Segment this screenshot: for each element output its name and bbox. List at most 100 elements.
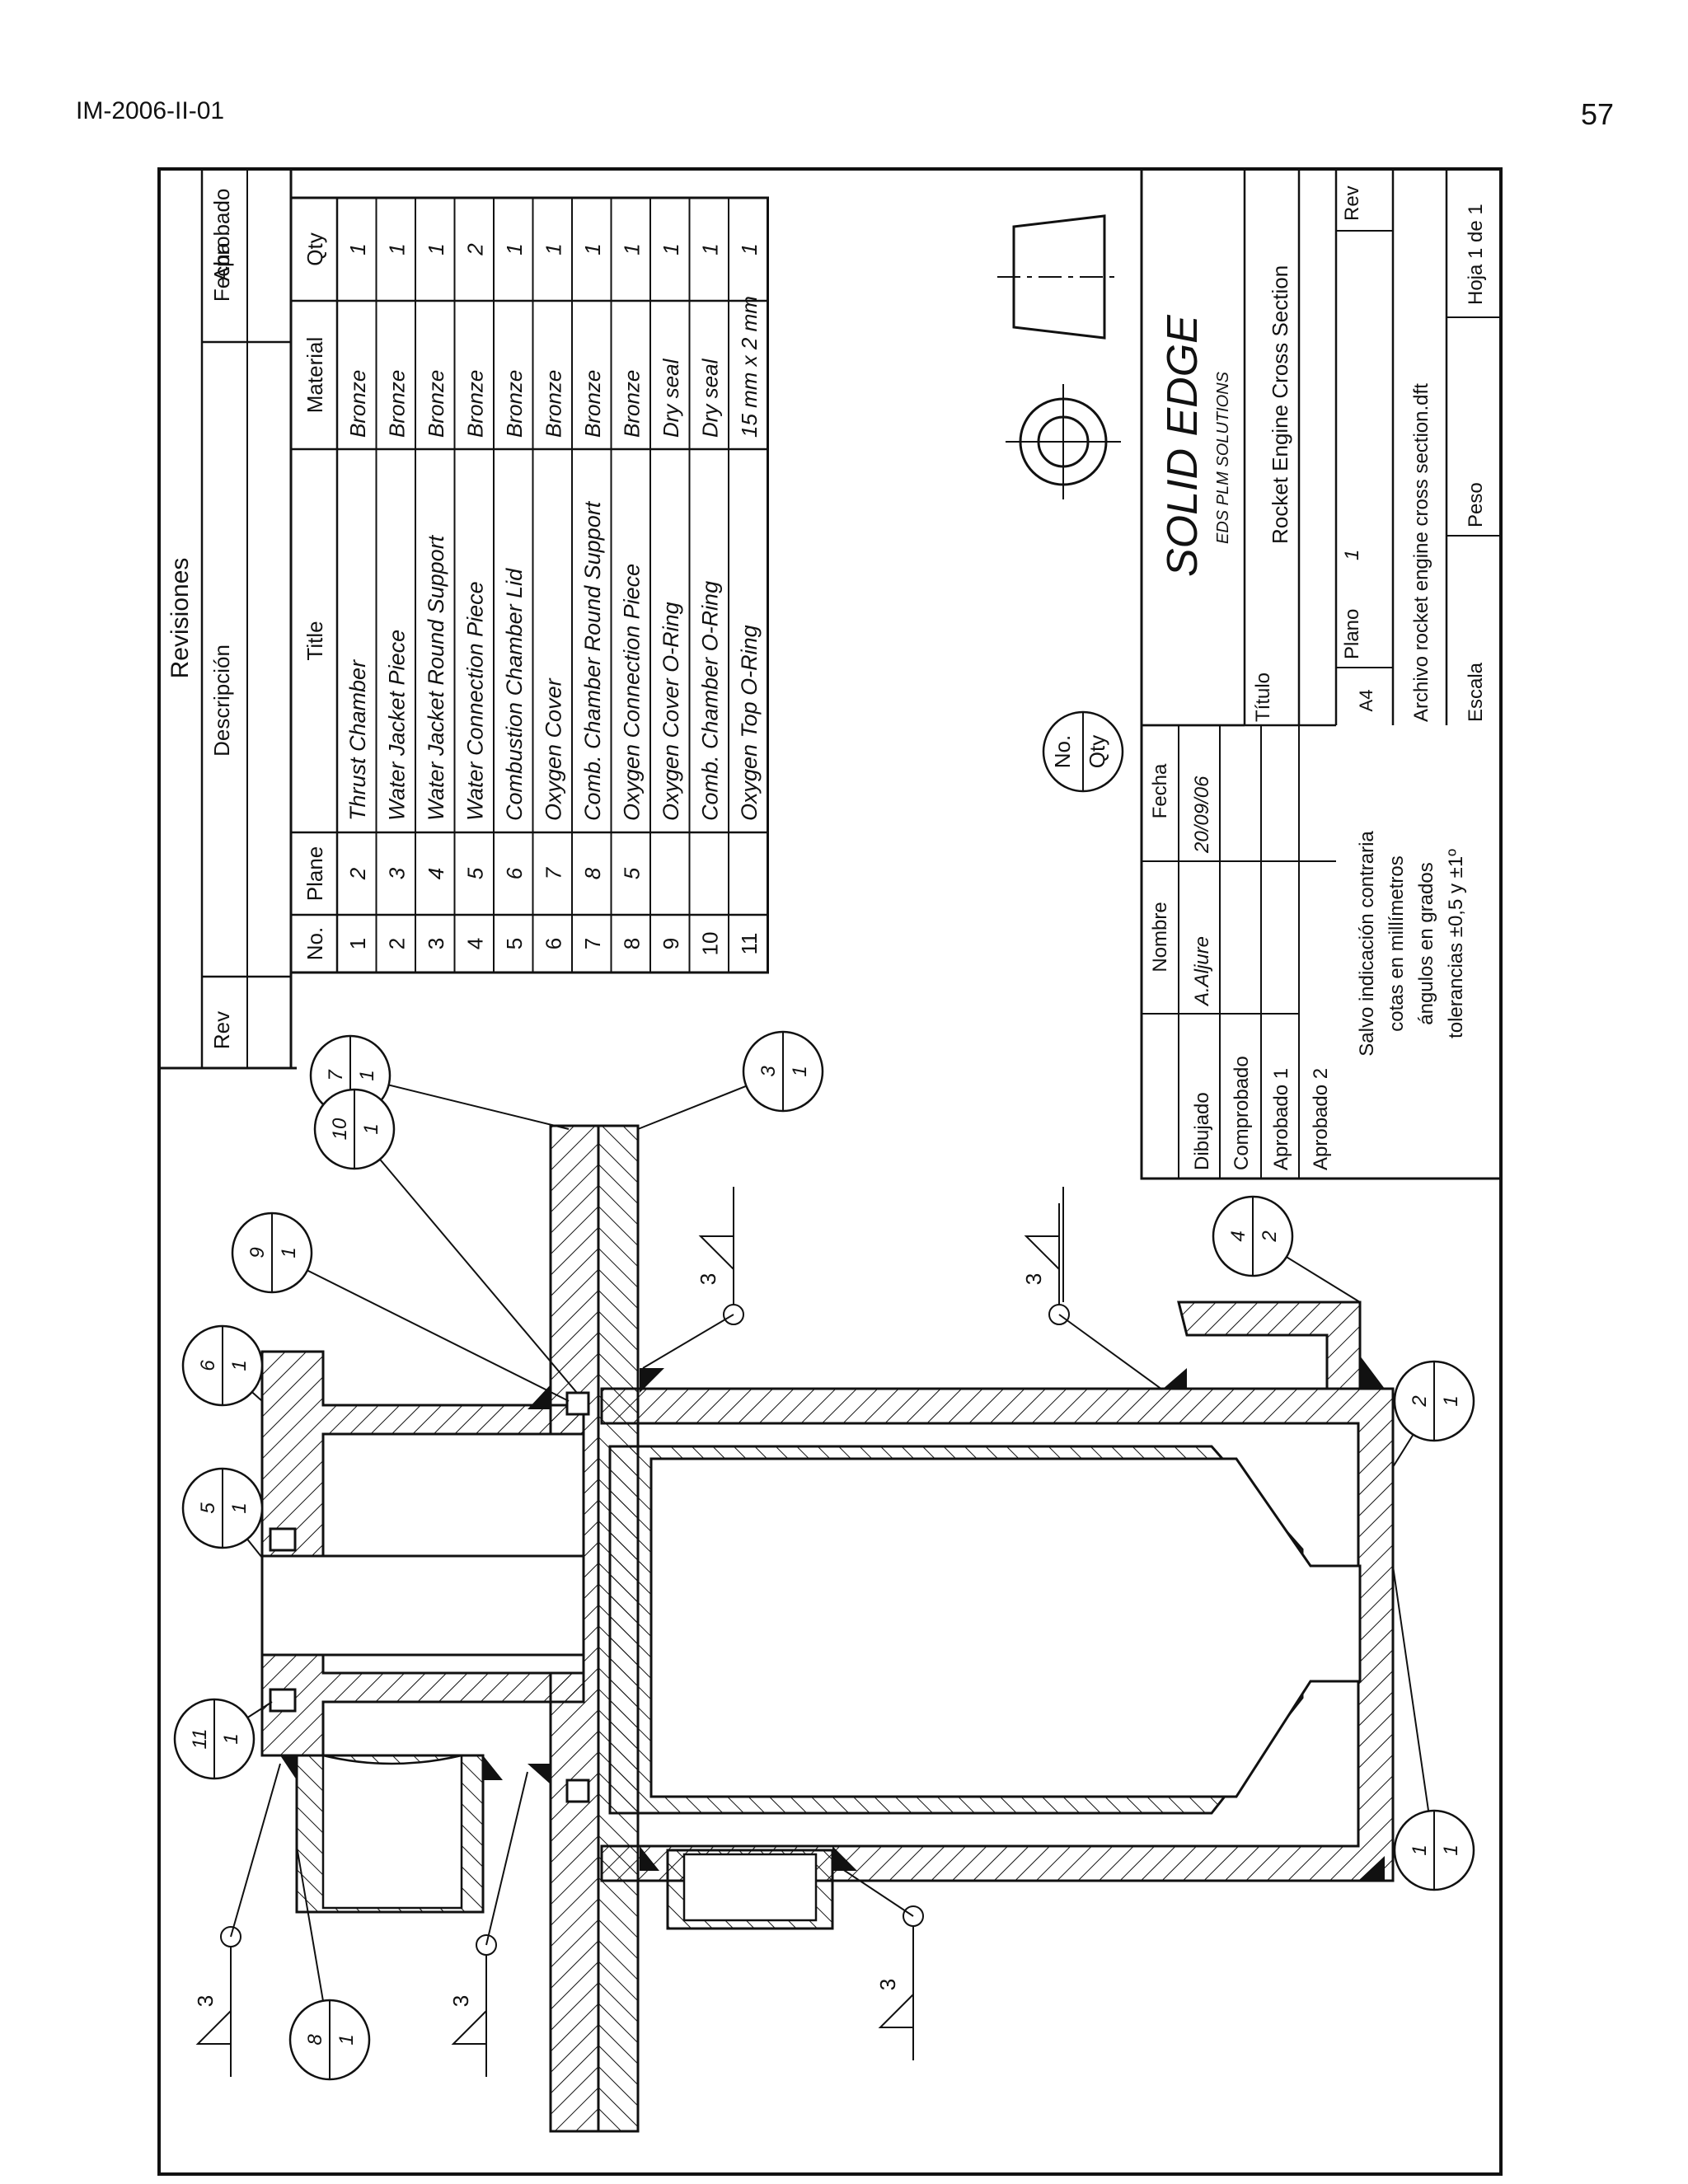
- balloon-legend-no: No.: [1050, 735, 1075, 768]
- balloon-qty-9: 1: [278, 1247, 300, 1258]
- hoja-label: Hoja 1 de 1: [1465, 204, 1487, 305]
- weld-size-5: 3: [875, 1979, 900, 1990]
- parts-cell-10-0: 10: [698, 932, 723, 956]
- parts-cell-8-1: 5: [620, 867, 645, 879]
- parts-cell-5-2: Combustion Chamber Lid: [502, 568, 527, 821]
- parts-cell-6-1: 7: [542, 866, 566, 879]
- balloon-qty-3: 1: [789, 1066, 811, 1076]
- parts-cell-9-4: 1: [659, 243, 683, 255]
- tolerance-note-1: Salvo indicación contraria: [1356, 831, 1378, 1057]
- weld-size-1: 3: [696, 1273, 720, 1285]
- balloon-no-7: 7: [325, 1069, 347, 1081]
- balloon-qty-5: 1: [228, 1502, 251, 1513]
- balloon-qty-1: 1: [1440, 1844, 1462, 1855]
- signature-name-1: A.Aljure: [1191, 936, 1213, 1007]
- parts-cell-6-0: 6: [542, 938, 566, 949]
- parts-cell-4-2: Water Connection Piece: [463, 581, 488, 821]
- parts-col-title: Title: [302, 621, 327, 660]
- parts-cell-8-0: 8: [620, 938, 645, 949]
- parts-cell-7-3: Bronze: [580, 370, 605, 438]
- revisions-col-aprobado: Aprobado: [209, 189, 234, 282]
- weld-symbol-4: 3: [448, 1771, 528, 2077]
- parts-cell-7-4: 1: [580, 243, 605, 255]
- balloon-qty-11: 1: [220, 1733, 242, 1744]
- parts-cell-11-2: Oxygen Top O-Ring: [737, 625, 762, 821]
- parts-cell-6-4: 1: [542, 243, 566, 255]
- weld-size-4: 3: [448, 1995, 473, 2007]
- parts-cell-5-3: Bronze: [502, 370, 527, 438]
- weld-symbol-5: 3: [832, 1862, 924, 2060]
- titulo-value: Rocket Engine Cross Section: [1268, 265, 1292, 544]
- signature-col-nombre: Nombre: [1149, 902, 1171, 972]
- parts-cell-10-2: Comb. Chamber O-Ring: [698, 581, 723, 821]
- parts-cell-1-3: Bronze: [345, 370, 370, 438]
- parts-cell-1-1: 2: [345, 867, 370, 880]
- titulo-label: Título: [1252, 673, 1274, 722]
- parts-cell-3-2: Water Jacket Round Support: [424, 534, 448, 821]
- tolerance-note-3: ángulos en grados: [1415, 862, 1437, 1024]
- parts-cell-8-2: Oxygen Connection Piece: [620, 564, 645, 821]
- cross-section-view: [260, 1124, 1395, 2133]
- signature-role-3: Aprobado 1: [1270, 1068, 1292, 1170]
- parts-cell-3-0: 3: [424, 938, 448, 949]
- rev-label: Rev: [1341, 185, 1363, 221]
- parts-cell-6-3: Bronze: [542, 370, 566, 438]
- parts-cell-8-3: Bronze: [620, 370, 645, 438]
- parts-col-plane: Plane: [302, 846, 327, 902]
- signature-role-2: Comprobado: [1231, 1056, 1253, 1170]
- signature-role-1: Dibujado: [1191, 1092, 1213, 1170]
- parts-cell-1-4: 1: [345, 243, 370, 255]
- archivo-label: Archivo rocket engine cross section.dft: [1410, 383, 1432, 722]
- parts-cell-5-0: 5: [502, 938, 527, 949]
- balloon-no-9: 9: [246, 1247, 269, 1258]
- parts-cell-3-1: 4: [424, 868, 448, 879]
- parts-cell-2-1: 3: [385, 867, 410, 879]
- brand-logo: SOLID EDGE: [1159, 314, 1207, 577]
- parts-cell-4-4: 2: [463, 243, 488, 256]
- tolerance-note-2: cotas en millímetros: [1386, 855, 1408, 1031]
- balloon-no-4: 4: [1227, 1230, 1250, 1241]
- parts-cell-3-3: Bronze: [424, 370, 448, 438]
- parts-cell-2-2: Water Jacket Piece: [385, 630, 410, 821]
- page-number: 57: [1580, 97, 1614, 131]
- parts-cell-5-4: 1: [502, 243, 527, 255]
- balloon-legend: No. Qty: [1042, 710, 1124, 793]
- balloon-qty-10: 1: [360, 1123, 382, 1134]
- parts-cell-8-4: 1: [620, 243, 645, 255]
- balloon-legend-qty: Qty: [1085, 735, 1109, 768]
- balloon-no-6: 6: [197, 1360, 219, 1371]
- projection-symbol: [997, 214, 1121, 499]
- tolerance-note-4: tolerancias ±0,5 y ±1º: [1445, 849, 1467, 1038]
- balloon-no-8: 8: [304, 2034, 326, 2046]
- document-id: IM-2006-II-01: [76, 97, 225, 124]
- parts-cell-4-3: Bronze: [463, 370, 488, 438]
- parts-cell-11-4: 1: [737, 243, 762, 255]
- escala-label: Escala: [1465, 662, 1487, 722]
- plano-label: Plano: [1341, 609, 1363, 659]
- parts-cell-2-0: 2: [385, 938, 410, 949]
- balloon-qty-7: 1: [356, 1070, 378, 1080]
- parts-col-qty: Qty: [302, 232, 327, 265]
- parts-cell-9-2: Oxygen Cover O-Ring: [659, 602, 683, 821]
- balloon-qty-2: 1: [1440, 1395, 1462, 1406]
- parts-cell-11-3: 15 mm x 2 mm: [737, 296, 762, 438]
- sheet-size: A4: [1356, 690, 1376, 712]
- weld-symbol-1: 3: [642, 1203, 744, 1369]
- parts-col-no: No.: [302, 927, 327, 960]
- balloon-no-5: 5: [197, 1502, 219, 1514]
- parts-cell-7-1: 8: [580, 867, 605, 879]
- parts-cell-2-4: 1: [385, 243, 410, 255]
- parts-cell-2-3: Bronze: [385, 370, 410, 438]
